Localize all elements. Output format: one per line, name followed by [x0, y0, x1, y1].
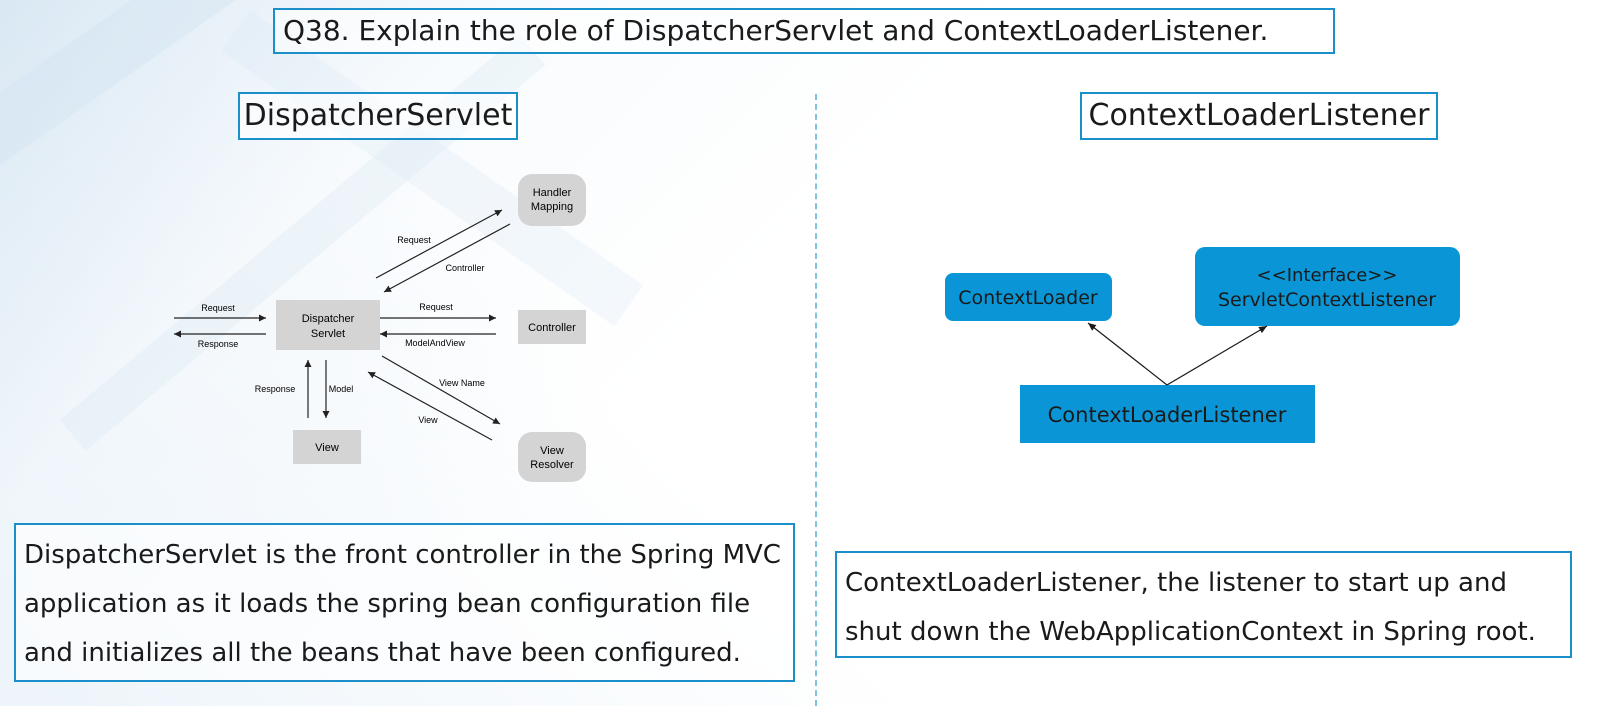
dispatcher-servlet-node: Dispatcher Servlet — [276, 300, 380, 350]
view-node: View — [293, 430, 361, 464]
context-loader-listener-heading: ContextLoaderListener — [1080, 92, 1438, 140]
edge-label: Request — [201, 303, 235, 313]
edge-label: Response — [198, 339, 239, 349]
svg-text:Handler: Handler — [533, 187, 572, 199]
svg-text:<<Interface>>: <<Interface>> — [1257, 265, 1398, 286]
context-loader-listener-box: ContextLoaderListener — [1020, 385, 1315, 443]
edge-label: Request — [397, 235, 431, 245]
edge-label: View Name — [439, 378, 485, 388]
edge-label: Request — [419, 302, 453, 312]
edge-label: Controller — [445, 263, 484, 273]
servlet-context-listener-box: <<Interface>> ServletContextListener — [1195, 247, 1460, 326]
hm-controller-arrow — [383, 223, 511, 293]
svg-text:Mapping: Mapping — [531, 201, 573, 213]
edge-label: View — [418, 415, 438, 425]
handler-mapping-node: Handler Mapping — [518, 174, 586, 226]
edge-label: Response — [255, 384, 296, 394]
svg-text:Resolver: Resolver — [530, 459, 574, 471]
hm-request-arrow — [375, 209, 503, 279]
vr-view-arrow — [367, 371, 493, 441]
implements-servlet-context-listener-arrow — [1166, 325, 1268, 386]
dispatcher-servlet-heading: DispatcherServlet — [238, 92, 518, 140]
controller-node: Controller — [518, 310, 586, 344]
svg-text:Dispatcher: Dispatcher — [302, 313, 355, 325]
edge-label: ModelAndView — [405, 338, 465, 348]
context-loader-listener-description: ContextLoaderListener, the listener to s… — [835, 551, 1572, 658]
question-title: Q38. Explain the role of DispatcherServl… — [273, 8, 1335, 54]
svg-text:ContextLoaderListener: ContextLoaderListener — [1048, 403, 1287, 427]
edge-label: Model — [329, 384, 354, 394]
dispatcher-servlet-diagram: Dispatcher Servlet Handler Mapping Contr… — [170, 168, 600, 498]
svg-text:Controller: Controller — [528, 322, 576, 334]
svg-text:View: View — [315, 442, 339, 454]
svg-text:ContextLoader: ContextLoader — [958, 287, 1098, 309]
section-divider — [815, 94, 817, 706]
dispatcher-servlet-description: DispatcherServlet is the front controlle… — [14, 523, 795, 682]
context-loader-box: ContextLoader — [945, 273, 1112, 321]
context-loader-listener-diagram: ContextLoader <<Interface>> ServletConte… — [930, 240, 1470, 450]
extends-context-loader-arrow — [1087, 322, 1168, 386]
vr-viewname-arrow — [381, 355, 501, 425]
svg-text:Servlet: Servlet — [311, 328, 345, 340]
svg-text:ServletContextListener: ServletContextListener — [1218, 289, 1436, 311]
svg-text:View: View — [540, 445, 564, 457]
view-resolver-node: View Resolver — [518, 432, 586, 482]
